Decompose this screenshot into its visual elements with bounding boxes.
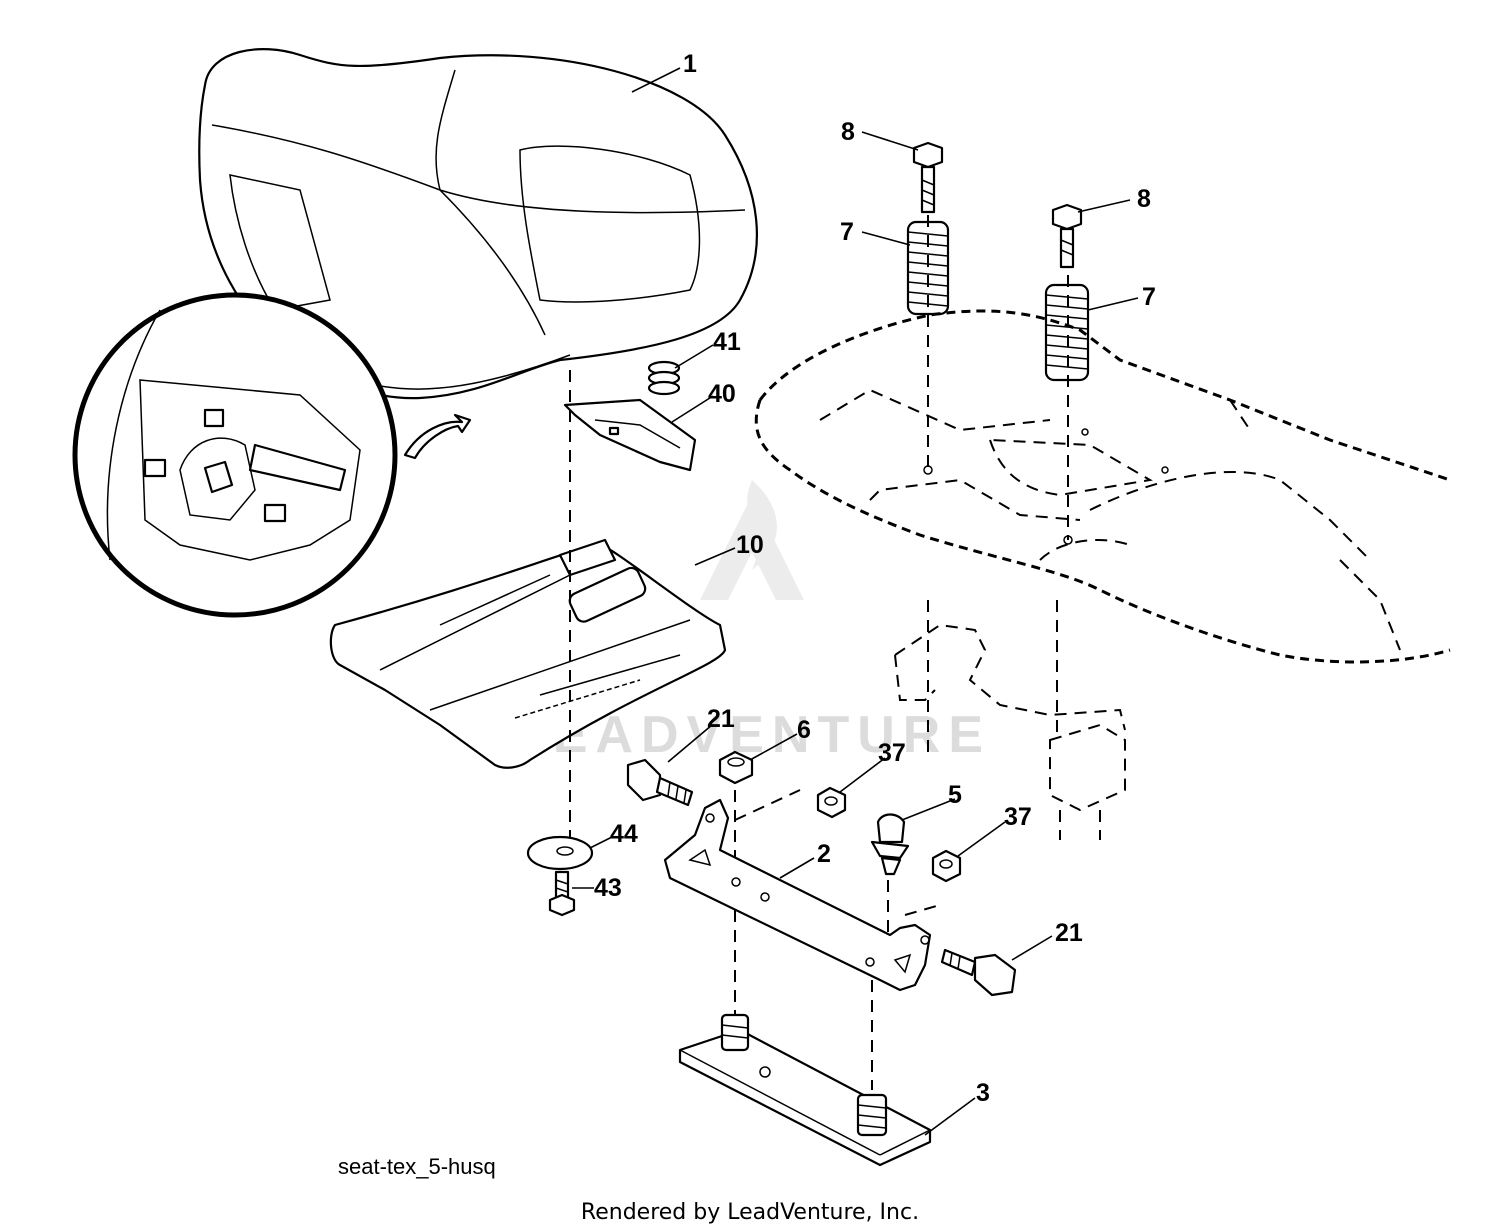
- callout-2: 2: [817, 840, 831, 868]
- callout-40: 40: [708, 380, 736, 408]
- inset-detail: [72, 292, 472, 618]
- callout-8-right: 8: [1137, 185, 1151, 213]
- callout-7-left: 7: [840, 218, 854, 246]
- leader-lines: [572, 67, 1139, 1136]
- small-spring-drawing: [647, 360, 681, 396]
- callout-41: 41: [713, 328, 741, 356]
- reference-code: seat-tex_5-husq: [338, 1154, 496, 1179]
- callout-43: 43: [594, 874, 622, 902]
- seat-pan-drawing: [329, 538, 727, 769]
- callout-37-upper: 37: [878, 739, 906, 767]
- assembly-lines: [569, 215, 1069, 1090]
- shoulder-bolt-left-drawing: [626, 758, 694, 807]
- callout-5: 5: [948, 781, 962, 809]
- hex-nut-drawing: [718, 750, 754, 785]
- callout-21-left: 21: [707, 705, 735, 733]
- washer-drawing: [526, 835, 594, 871]
- callout-7-right: 7: [1142, 283, 1156, 311]
- callout-21-right: 21: [1055, 919, 1083, 947]
- callout-8-left: 8: [841, 118, 855, 146]
- callout-3: 3: [976, 1079, 990, 1107]
- frame-bracket-outline: [894, 623, 1126, 840]
- seat-latch-drawing: [563, 398, 697, 472]
- callout-1: 1: [683, 50, 697, 78]
- callout-44: 44: [610, 820, 638, 848]
- fender-outline: [754, 309, 1451, 664]
- nut-lower-drawing: [931, 849, 962, 883]
- base-plate-drawing: [678, 1013, 932, 1167]
- shoulder-bolt-right-drawing: [940, 948, 1017, 997]
- callout-10: 10: [736, 531, 764, 559]
- callout-37-lower: 37: [1004, 803, 1032, 831]
- callouts: 1 8 8 7 7 41 40 10 21 6 37 5 37 44 43 2 …: [594, 50, 1156, 1107]
- callout-6: 6: [797, 716, 811, 744]
- credit-text: Rendered by LeadVenture, Inc.: [581, 1200, 919, 1225]
- clip-drawing: [870, 813, 910, 876]
- bolt-left-drawing: [912, 141, 944, 214]
- seat-drawing: [198, 48, 758, 400]
- pivot-bracket-drawing: [663, 798, 932, 992]
- nut-upper-drawing: [816, 786, 847, 819]
- screw-drawing: [548, 870, 576, 917]
- bolt-right-drawing: [1051, 203, 1083, 269]
